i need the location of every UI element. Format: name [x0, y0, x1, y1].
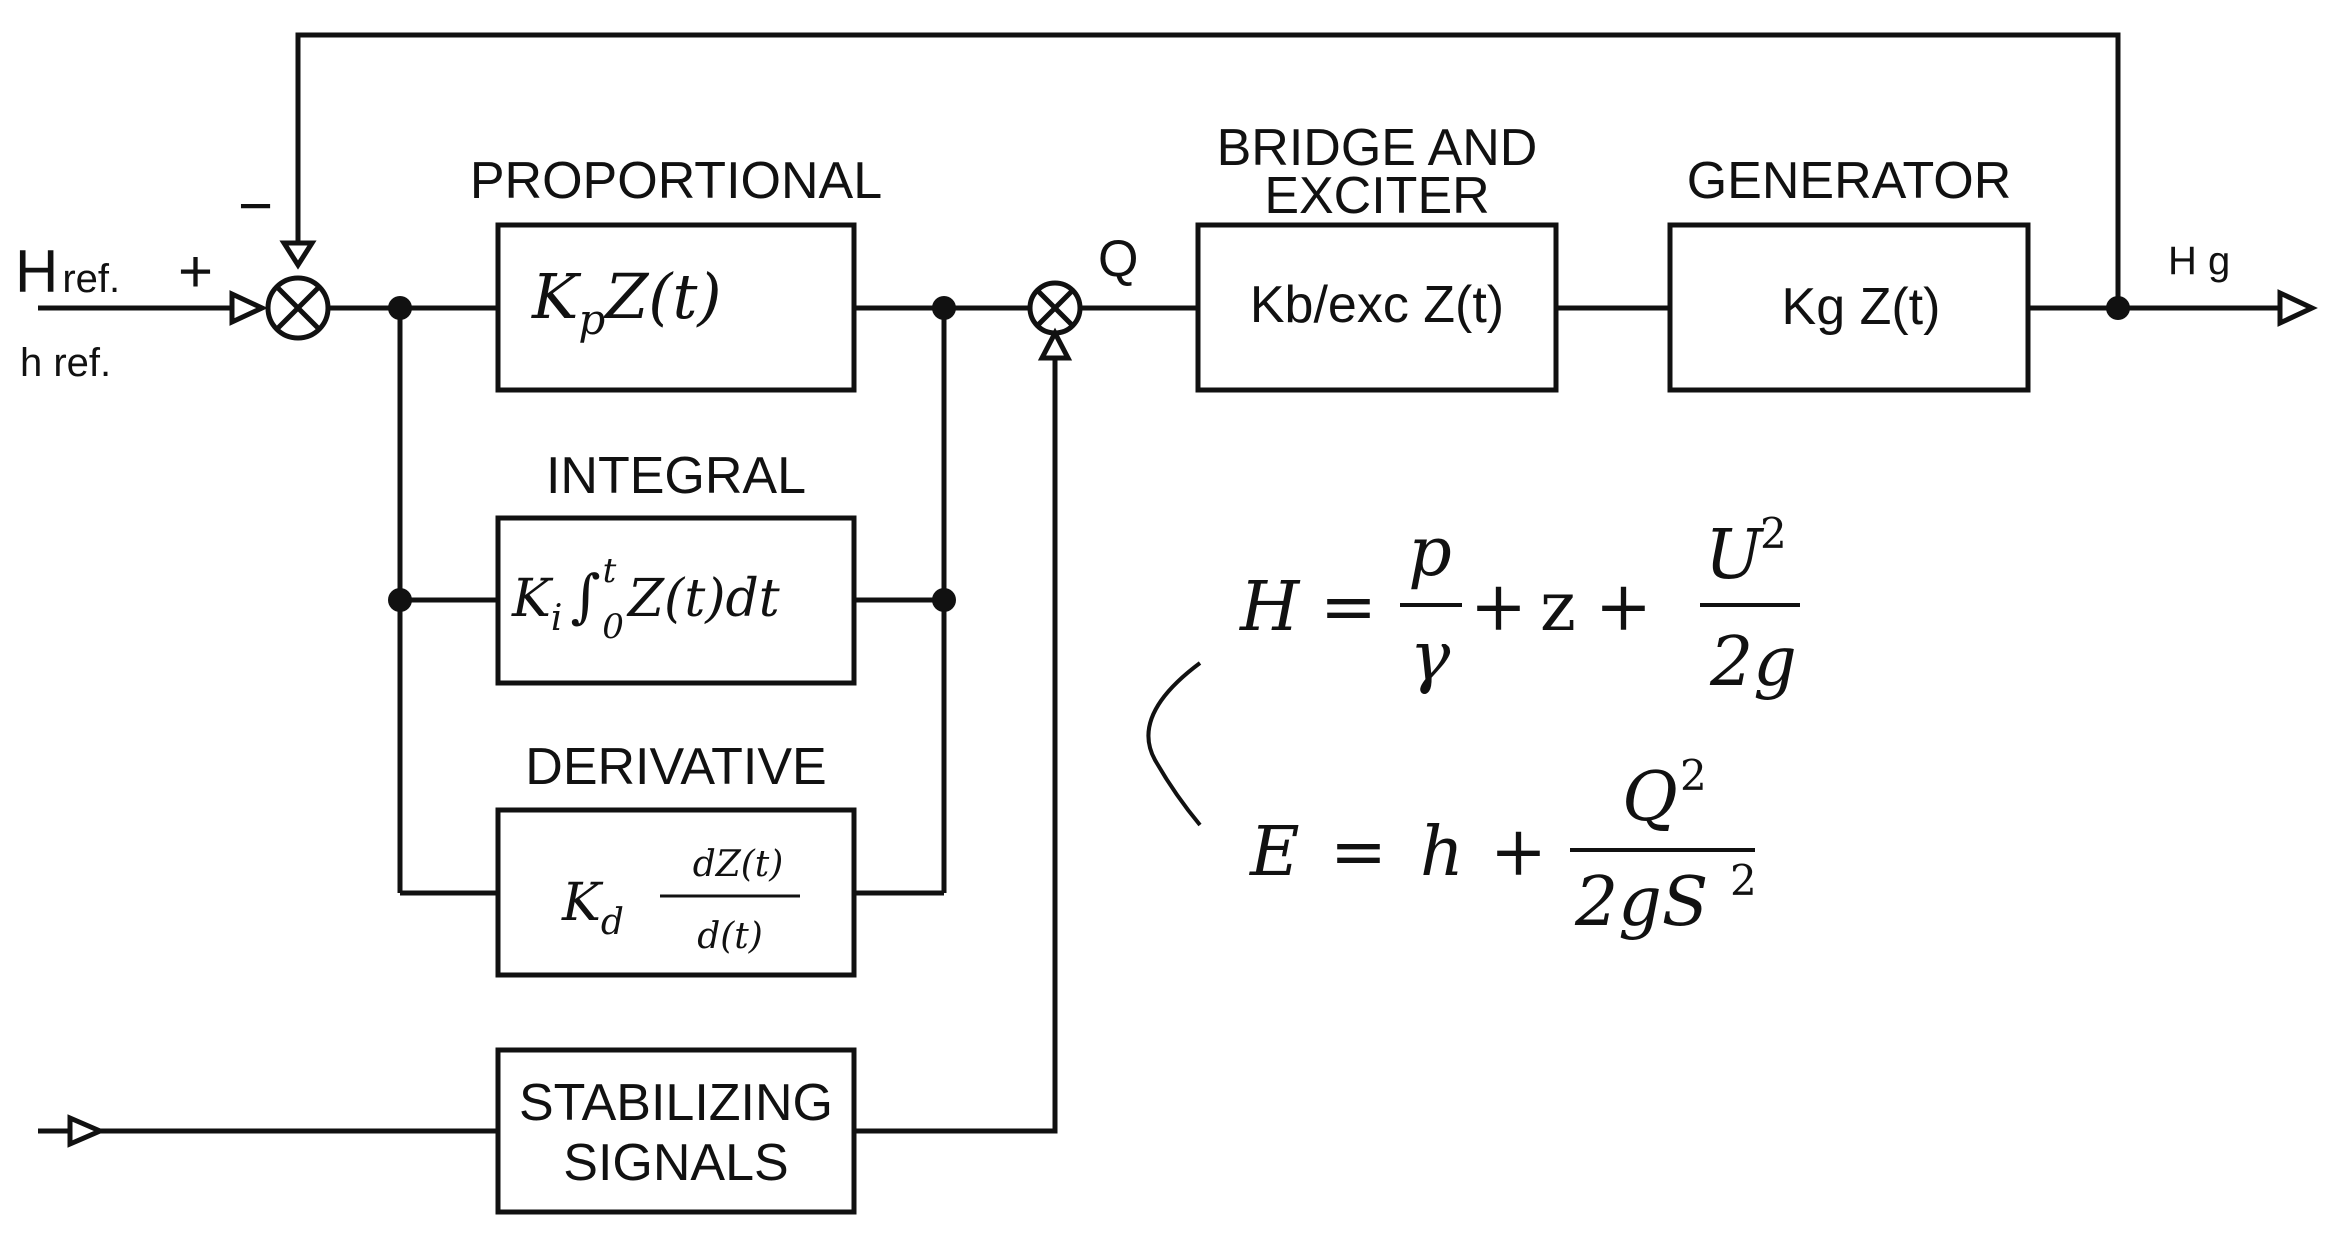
junction-dot: [932, 296, 956, 320]
minus-sign-label: −: [238, 172, 273, 239]
derivative-denominator: d(t): [697, 916, 763, 957]
svg-text:E: E: [1248, 813, 1300, 892]
svg-text:U: U: [1705, 516, 1765, 595]
junction-dot: [2106, 296, 2130, 320]
svg-text:+: +: [1595, 568, 1652, 647]
proportional-title: PROPORTIONAL: [470, 152, 882, 210]
derivative-numerator: dZ(t): [693, 844, 784, 885]
derivative-k: Kd: [561, 873, 624, 943]
svg-text:=: =: [1330, 813, 1387, 892]
output-arrow: [2277, 289, 2318, 327]
stabilizing-line2: SIGNALS: [563, 1134, 788, 1192]
junction-dot: [388, 588, 412, 612]
svg-text:z: z: [1540, 568, 1576, 647]
derivative-title: DERIVATIVE: [525, 738, 826, 796]
svg-text:h: h: [1420, 813, 1464, 892]
svg-text:γ: γ: [1410, 618, 1451, 697]
svg-text:+: +: [1470, 568, 1527, 647]
summing-junction-error: [265, 275, 331, 341]
svg-text:+: +: [1490, 813, 1547, 892]
energy-equation: E = h + Q 2 2gS 2: [1248, 751, 1757, 942]
svg-text:2: 2: [1760, 509, 1787, 558]
svg-text:Q: Q: [1622, 758, 1678, 837]
hg-label: H g: [2168, 239, 2230, 283]
feedback-arrow: [279, 240, 317, 270]
stabilizing-output-line: [854, 358, 1058, 1134]
svg-text:p: p: [1408, 513, 1452, 592]
stabilizing-input-arrow: [67, 1114, 107, 1148]
stabilizing-line1: STABILIZING: [519, 1074, 833, 1132]
q-label: Q: [1098, 230, 1138, 288]
svg-text:2: 2: [1680, 751, 1707, 800]
summing-junction-stabilizer: [1027, 280, 1083, 336]
plus-sign-label: +: [178, 238, 213, 305]
generator-title: GENERATOR: [1687, 152, 2012, 210]
svg-text:2: 2: [1730, 856, 1757, 905]
integral-title: INTEGRAL: [546, 447, 806, 505]
derivative-block: [495, 807, 857, 978]
generator-body: Kg Z(t): [1782, 278, 1941, 336]
stabilizing-arrow: [1037, 327, 1073, 361]
equation-brace: [1146, 661, 1202, 827]
bridge-title-line2: EXCITER: [1264, 167, 1489, 225]
svg-text:2gS: 2gS: [1574, 863, 1708, 942]
h-ref-lower-label: h ref.: [20, 341, 111, 385]
junction-dot: [388, 296, 412, 320]
junction-dot: [932, 588, 956, 612]
svg-text:H: H: [1238, 568, 1301, 647]
proportional-formula: KpZ(t): [531, 260, 722, 344]
svg-text:=: =: [1320, 568, 1377, 647]
bridge-title-line1: BRIDGE AND: [1217, 119, 1538, 177]
bridge-body: Kb/exc Z(t): [1250, 276, 1504, 334]
svg-text:2g: 2g: [1709, 623, 1797, 702]
bernoulli-equation: H = p γ + z + U 2 2g: [1238, 509, 1800, 702]
feedback-line: [295, 32, 2121, 308]
input-arrow: [229, 290, 268, 326]
